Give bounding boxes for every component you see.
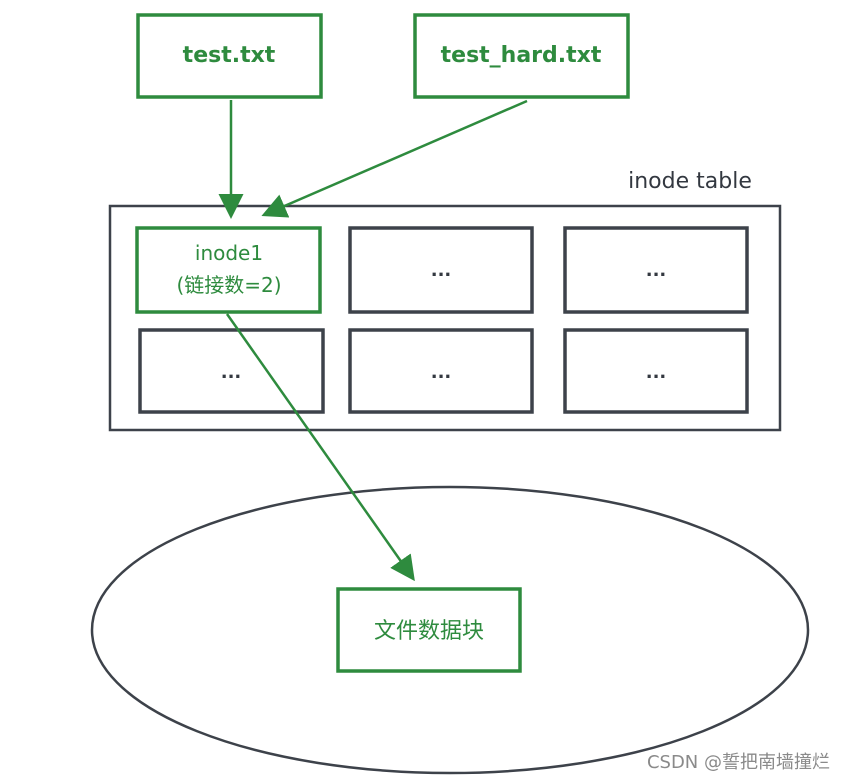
data-block-box[interactable] (336, 587, 522, 673)
file-label-test: test.txt (183, 43, 276, 68)
inode-table-frame (108, 204, 782, 432)
inode-cell-2[interactable] (348, 226, 534, 314)
inode-cell-6[interactable] (563, 328, 749, 414)
inode1-name: inode1 (195, 241, 263, 265)
watermark-text: CSDN @誓把南墙撞烂 (647, 752, 830, 773)
inode-cell-inode1[interactable] (135, 226, 322, 314)
inode-cell-5-text: ... (431, 362, 452, 383)
inode-cell-4[interactable] (138, 328, 325, 414)
arrow-inode1-to-data-block (225, 313, 415, 582)
disk-ellipse (90, 485, 810, 775)
inode-cell-2-text: ... (431, 260, 452, 281)
file-box-test[interactable] (136, 13, 323, 99)
inode-cell-4-text: ... (221, 362, 242, 383)
inode-cell-6-text: ... (646, 362, 667, 383)
inode-table-label: inode table (628, 169, 752, 194)
inode-cell-5[interactable] (348, 328, 534, 414)
inode1-link-count: (链接数=2) (176, 273, 281, 297)
arrow-test-hard-to-inode1 (261, 99, 528, 218)
file-label-test-hard: test_hard.txt (441, 43, 602, 68)
data-block-label: 文件数据块 (374, 619, 484, 644)
inode-cell-3[interactable] (563, 226, 749, 314)
inode-cell-3-text: ... (646, 260, 667, 281)
file-box-test-hard[interactable] (413, 13, 630, 99)
